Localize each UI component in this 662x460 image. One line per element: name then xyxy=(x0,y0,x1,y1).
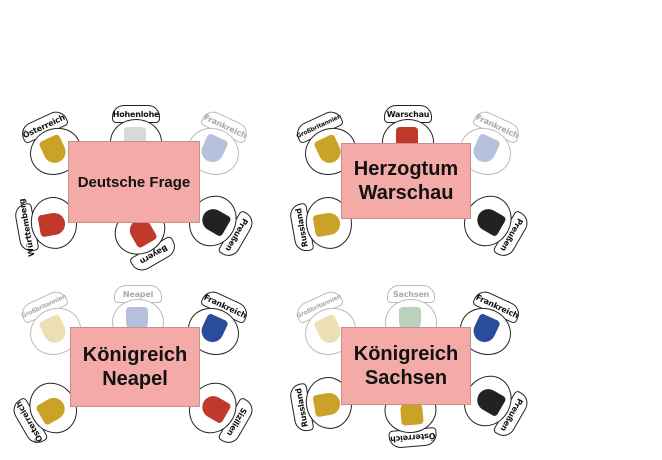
coat-of-arms-icon xyxy=(126,307,148,333)
table-title-line: Herzogtum xyxy=(353,158,459,180)
table-koenigreich-sachsen: Großbritannien Sachsen Frankreich Russla… xyxy=(288,285,532,449)
table-herzogtum-warschau: Großbritannien Warschau Frankreich Russl… xyxy=(288,105,532,265)
chair-label: Hohenlohe xyxy=(112,109,160,119)
table-title: Herzogtum Warschau xyxy=(341,143,471,219)
table-title: Deutsche Frage xyxy=(68,141,200,223)
table-title-line: Deutsche Frage xyxy=(77,173,191,191)
chair-label: Sachsen xyxy=(392,289,430,299)
table-title-line: Königreich xyxy=(82,344,188,366)
table-title: Königreich Neapel xyxy=(70,327,200,407)
table-title-line: Königreich xyxy=(353,343,459,365)
table-koenigreich-neapel: Großbritannien Neapel Frankreich Österre… xyxy=(9,285,257,448)
chair-label: Neapel xyxy=(122,289,154,299)
table-title-line: Sachsen xyxy=(364,367,448,389)
table-title: Königreich Sachsen xyxy=(341,327,471,405)
coat-of-arms-icon xyxy=(399,307,421,333)
chair-label: Österreich xyxy=(389,431,436,445)
table-title-line: Neapel xyxy=(102,368,168,390)
chair-label: Warschau xyxy=(386,109,430,119)
table-title-line: Warschau xyxy=(358,182,454,204)
table-deutsche-frage: Österreich Hohenlohe Frankreich Württemb… xyxy=(13,105,257,275)
